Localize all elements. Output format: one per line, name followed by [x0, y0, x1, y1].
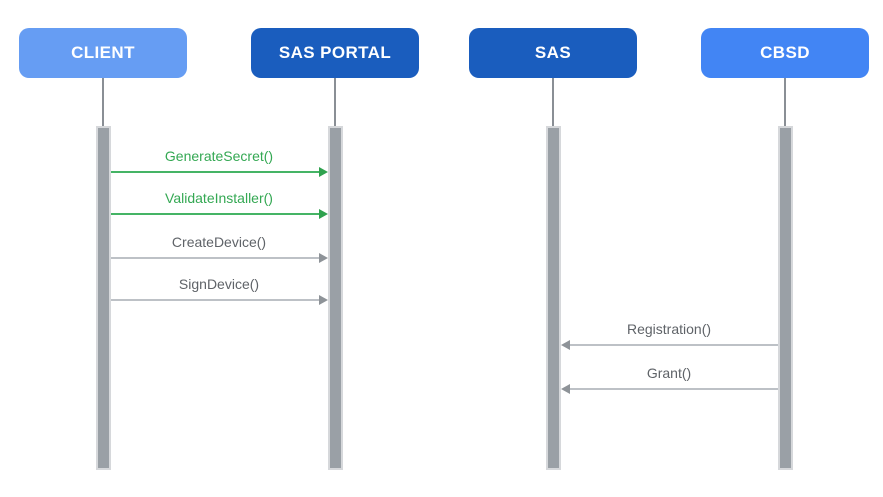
message-arrow-3 [110, 257, 320, 259]
message-label-3: CreateDevice() [171, 234, 267, 250]
message-arrow-2 [110, 213, 320, 215]
arrow-head-right-4 [318, 295, 328, 305]
arrow-head-right-2 [318, 209, 328, 219]
lifeline-sas [552, 78, 554, 126]
arrow-head-left-6 [560, 384, 570, 394]
arrow-head-right-1 [318, 167, 328, 177]
message-arrow-5 [568, 344, 778, 346]
message-label-2: ValidateInstaller() [165, 190, 273, 206]
message-label-1: GenerateSecret() [164, 148, 274, 164]
lifeline-cbsd [784, 78, 786, 126]
message-label-6: Grant() [646, 365, 692, 381]
actor-label-sas: SAS [534, 43, 572, 62]
actor-label-client: CLIENT [71, 43, 135, 62]
message-arrow-4 [110, 299, 320, 301]
message-arrow-6 [568, 388, 778, 390]
actor-box-cbsd: CBSD [701, 28, 869, 78]
actor-label-cbsd: CBSD [760, 43, 810, 62]
arrow-head-left-5 [560, 340, 570, 350]
activation-bar-sas-portal [327, 126, 343, 470]
actor-box-sas-portal: SAS PORTAL [251, 28, 419, 78]
lifeline-client [102, 78, 104, 126]
message-label-4: SignDevice() [178, 276, 260, 292]
actor-box-sas: SAS [469, 28, 637, 78]
activation-bar-sas [545, 126, 561, 470]
message-label-5: Registration() [626, 321, 712, 337]
actor-box-client: CLIENT [19, 28, 187, 78]
lifeline-sas-portal [334, 78, 336, 126]
activation-bar-cbsd [777, 126, 793, 470]
actor-label-sas-portal: SAS PORTAL [278, 43, 392, 62]
message-arrow-1 [110, 171, 320, 173]
arrow-head-right-3 [318, 253, 328, 263]
activation-bar-client [95, 126, 111, 470]
